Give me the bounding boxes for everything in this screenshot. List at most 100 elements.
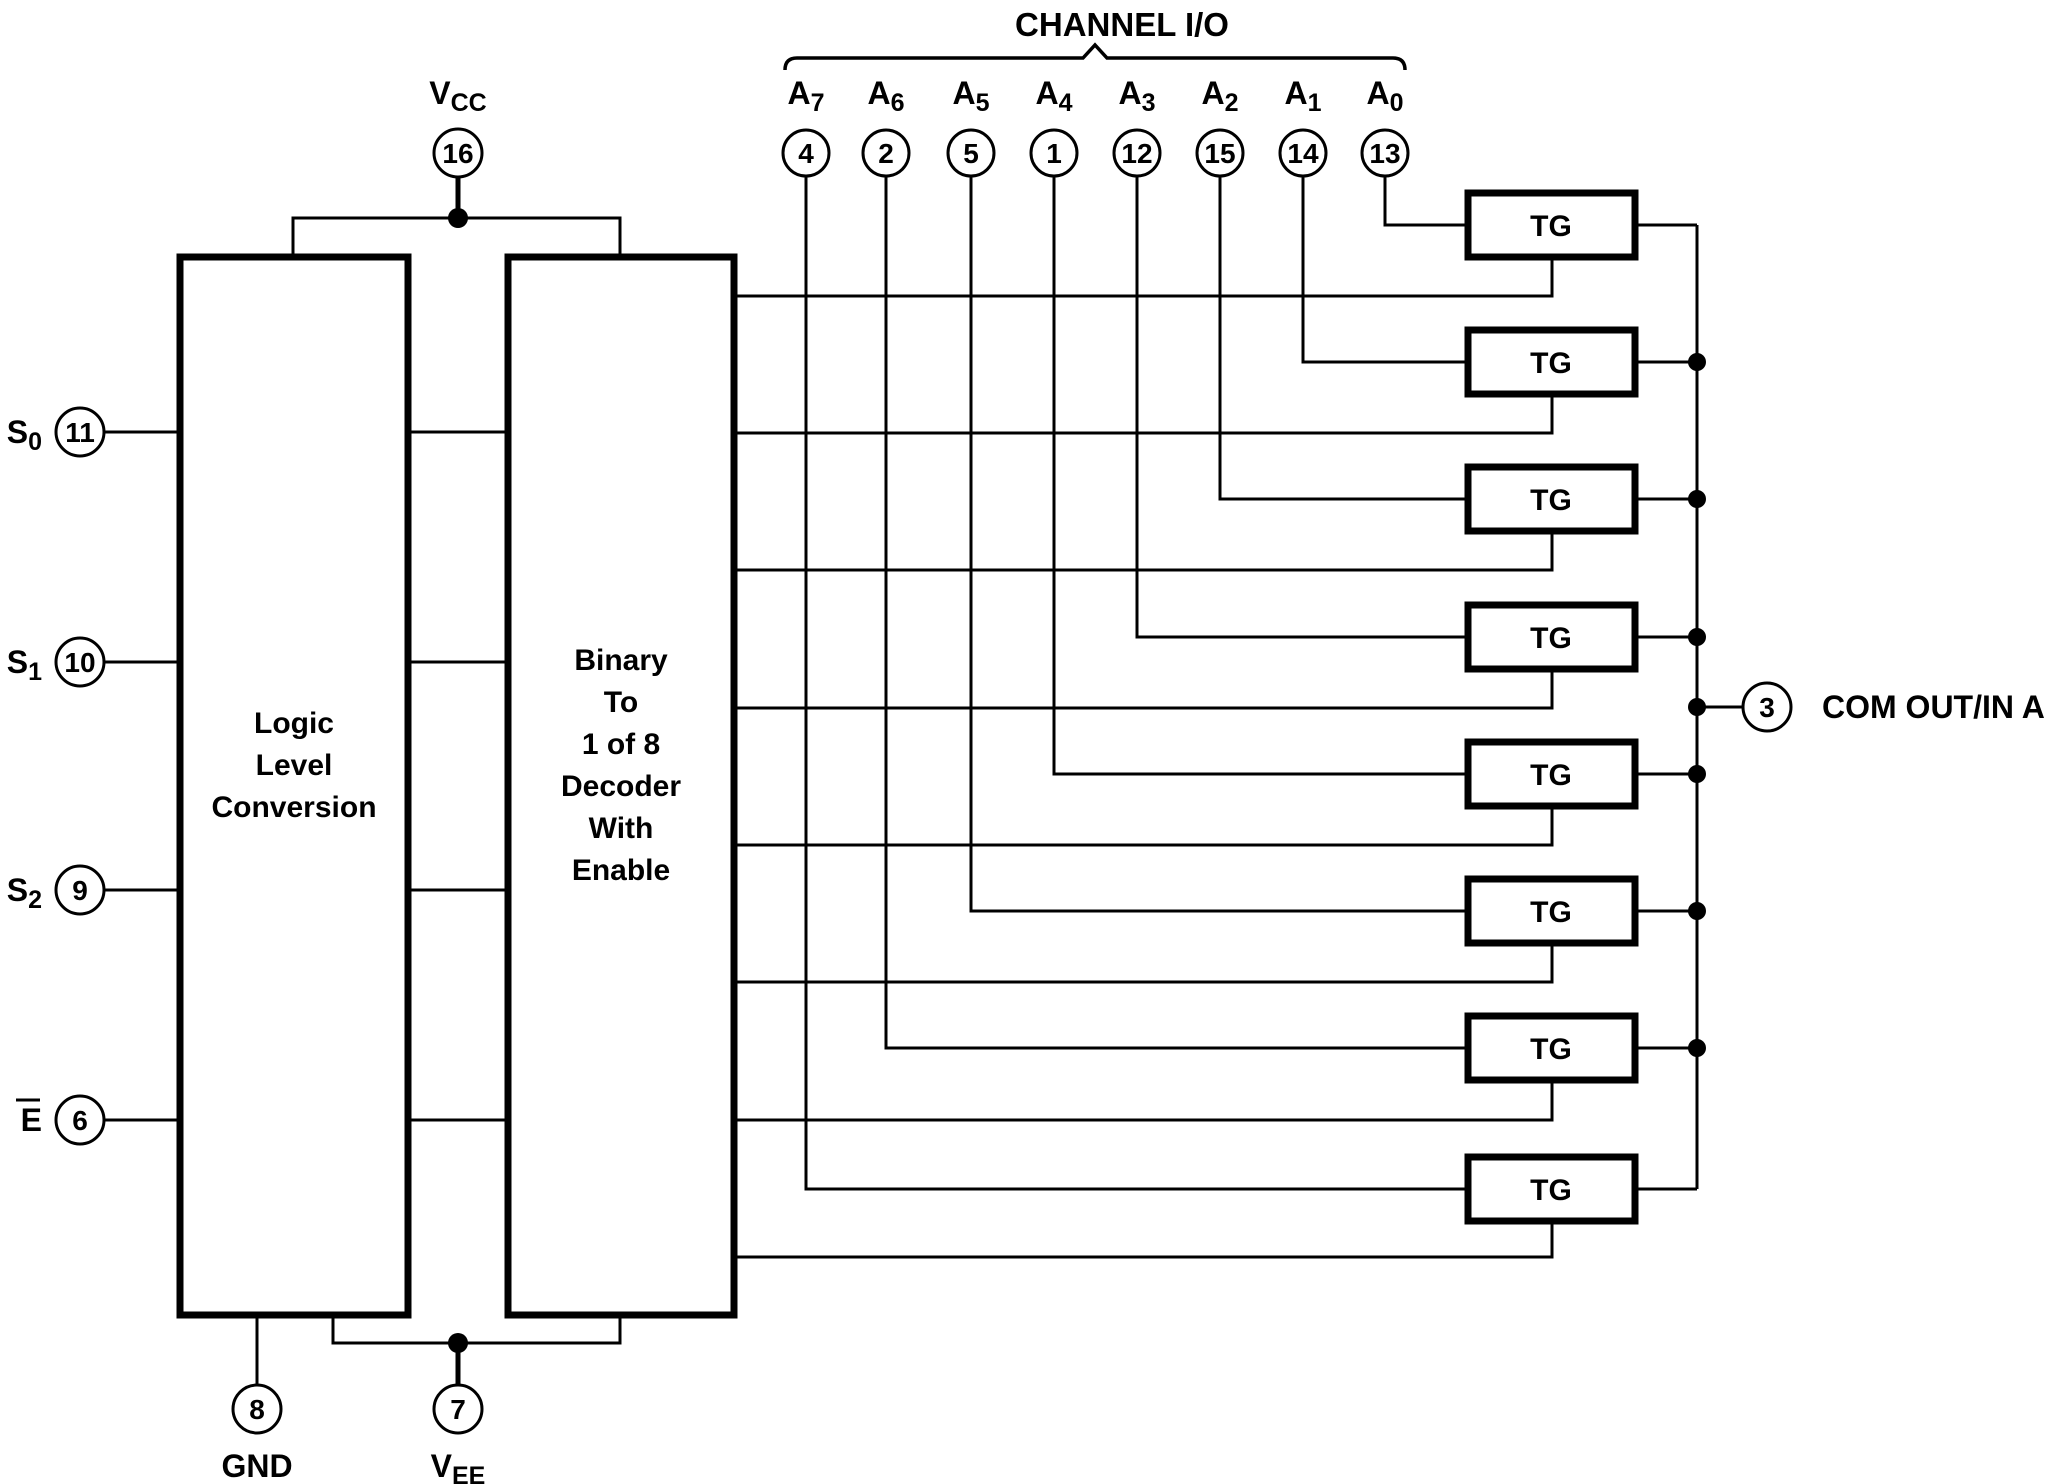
a2-label: A2 [1201, 75, 1238, 117]
tg-gate-6: TG [734, 875, 1706, 984]
logic-line-1: Logic [254, 707, 334, 740]
gnd-pin-circle [231, 1383, 283, 1435]
decoder-line-3: 1 of 8 [582, 728, 660, 761]
vee-pin-number: 7 [450, 1394, 466, 1425]
channel-a0: A0 13 [1360, 75, 1468, 227]
gnd-label: GND [221, 1448, 292, 1484]
decoder-line-5: With [589, 812, 654, 845]
a1-label: A1 [1284, 75, 1321, 117]
a7-pin-number: 4 [798, 138, 814, 169]
tg-gate-1: TG [734, 189, 1697, 298]
tg-gate-2: TG [734, 326, 1706, 435]
a3-label: A3 [1118, 75, 1155, 117]
tg7-label: TG [1530, 1033, 1572, 1066]
channel-io-header: CHANNEL I/O [783, 6, 1407, 71]
logic-level-conversion-block [176, 253, 412, 1319]
channel-a3: A3 12 [1112, 75, 1468, 639]
vcc-junction-dot [448, 208, 468, 228]
channel-io-title: CHANNEL I/O [1015, 6, 1229, 43]
a5-channel-wire [969, 176, 1468, 913]
channel-io-brace [783, 42, 1407, 71]
a3-channel-wire [1135, 176, 1468, 639]
tg8-box [1464, 1153, 1639, 1225]
input-s2: S2 9 [7, 864, 508, 916]
logic-level-conversion-label: Logic Level Conversion [211, 707, 376, 824]
decoder-line-2: To [604, 686, 638, 719]
vee-distribution-wire [331, 1315, 622, 1345]
a0-channel-wire [1383, 176, 1468, 227]
input-s1: S1 10 [7, 636, 508, 688]
a2-pin-number: 15 [1204, 138, 1235, 169]
vcc-label: VCC [429, 75, 486, 117]
channel-a6: A6 2 [861, 75, 1468, 1050]
a4-pin-number: 1 [1046, 138, 1062, 169]
a7-channel-wire [804, 176, 1468, 1191]
a5-pin-number: 5 [963, 138, 979, 169]
a3-pin-number: 12 [1121, 138, 1152, 169]
enable-pin-number: 6 [72, 1105, 88, 1136]
tg5-control-wire [734, 806, 1554, 847]
s1-label: S1 [7, 644, 42, 686]
vee-pin: 7 VEE [331, 1315, 622, 1484]
a0-label: A0 [1366, 75, 1403, 117]
channel-a4: A4 1 [1029, 75, 1468, 776]
tg8-label: TG [1530, 1174, 1572, 1207]
tg2-label: TG [1530, 347, 1572, 380]
vcc-pin: VCC 16 [291, 75, 622, 257]
a4-channel-wire [1052, 176, 1468, 776]
tg6-control-wire [734, 943, 1554, 984]
channel-a7: A7 4 [781, 75, 1468, 1191]
a6-pin-number: 2 [878, 138, 894, 169]
binary-decoder-label: Binary To 1 of 8 Decoder With Enable [561, 644, 681, 887]
tg5-label: TG [1530, 759, 1572, 792]
channel-a5: A5 5 [946, 75, 1468, 913]
tg4-label: TG [1530, 622, 1572, 655]
a6-label: A6 [867, 75, 904, 117]
decoder-line-1: Binary [574, 644, 668, 677]
channel-a2: A2 15 [1195, 75, 1468, 501]
gnd-pin-number: 8 [249, 1394, 265, 1425]
com-label: COM OUT/IN A [1822, 689, 2045, 725]
a7-label: A7 [787, 75, 824, 117]
tg2-control-wire [734, 394, 1554, 435]
tg-gate-3: TG [734, 463, 1706, 572]
s2-pin-number: 9 [72, 875, 88, 906]
input-s0: S0 11 [7, 406, 508, 458]
a1-pin-number: 14 [1287, 138, 1319, 169]
tg-gate-5: TG [734, 738, 1706, 847]
com-output-pin: 3 COM OUT/IN A [1688, 681, 2045, 733]
a4-label: A4 [1035, 75, 1072, 117]
a6-channel-wire [884, 176, 1468, 1050]
s1-pin-number: 10 [64, 647, 95, 678]
vcc-pin-number: 16 [442, 138, 473, 169]
tg3-control-wire [734, 531, 1554, 572]
channel-a1: A1 14 [1278, 75, 1468, 364]
s0-pin-number: 11 [65, 417, 95, 448]
a2-channel-wire [1218, 176, 1468, 501]
tg7-control-wire [734, 1081, 1554, 1122]
tg1-control-wire [734, 257, 1554, 298]
a1-channel-wire [1301, 176, 1468, 364]
tg8-control-wire [734, 1221, 1554, 1259]
tg1-label: TG [1530, 210, 1572, 243]
input-enable: E 6 [16, 1094, 508, 1146]
logic-line-2: Level [256, 749, 333, 782]
decoder-line-6: Enable [572, 854, 670, 887]
decoder-line-4: Decoder [561, 770, 681, 803]
enable-label: E [21, 1102, 42, 1138]
gnd-pin: 8 GND [221, 1315, 293, 1484]
tg3-label: TG [1530, 484, 1572, 517]
vee-label: VEE [431, 1448, 486, 1484]
tg-gate-8: TG [734, 1153, 1697, 1259]
com-pin-circle [1741, 681, 1793, 733]
a5-label: A5 [952, 75, 989, 117]
tg5-box [1464, 738, 1639, 810]
tg6-box [1464, 875, 1639, 947]
tg6-label: TG [1530, 896, 1572, 929]
com-pin-number: 3 [1759, 692, 1775, 723]
logic-line-3: Conversion [211, 791, 376, 824]
tg4-box [1464, 601, 1639, 673]
tg4-control-wire [734, 669, 1554, 710]
